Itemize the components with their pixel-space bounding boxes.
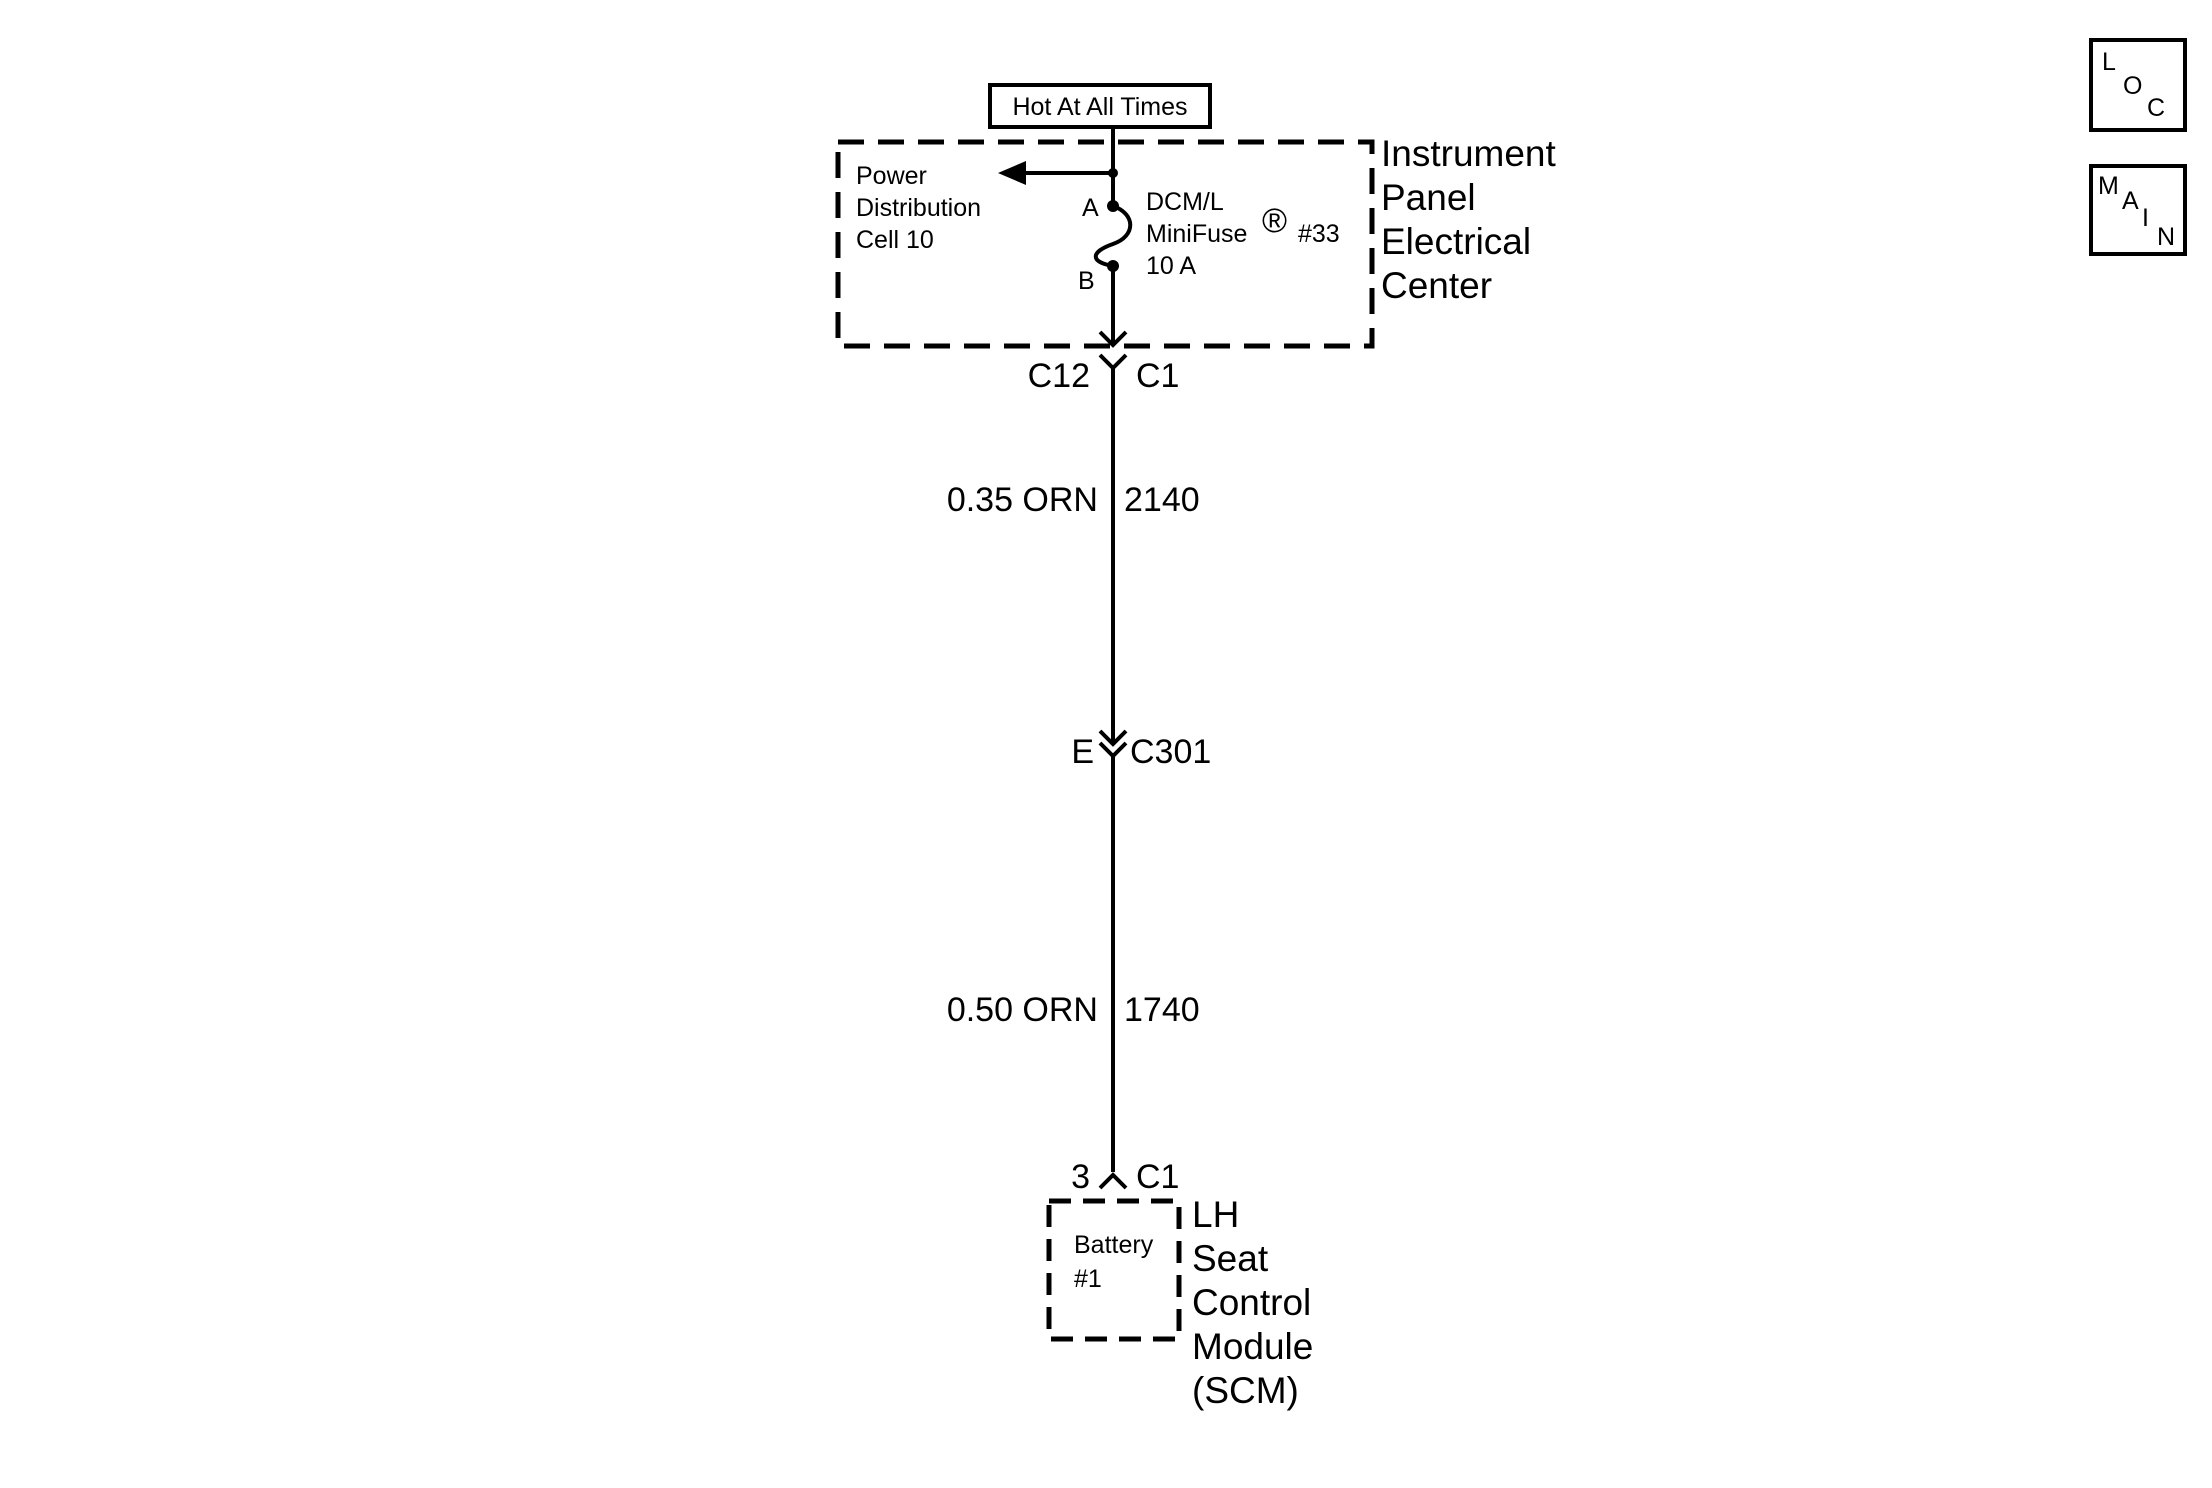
wire-circuit: 1740 xyxy=(1124,991,1200,1029)
scm-name: LH Seat Control Module (SCM) xyxy=(1192,1194,1313,1411)
loc-letter: O xyxy=(2123,72,2142,100)
fuse-rating: 10 A xyxy=(1146,252,1196,280)
scm-connector-pin: 3 xyxy=(1071,1158,1090,1196)
main-letter: N xyxy=(2157,223,2175,251)
distribution-arrow xyxy=(998,161,1118,185)
fuse-pin-a: A xyxy=(1082,194,1099,222)
power-distribution-cell: Power Distribution Cell 10 xyxy=(856,162,981,254)
inline-connector-pin: E xyxy=(1071,733,1094,771)
ipec-name-line: Instrument xyxy=(1381,133,1557,174)
fuse-pin-b: B xyxy=(1078,267,1095,295)
wire-spec: 0.50 ORN xyxy=(947,991,1098,1029)
ipec-connector-female xyxy=(1098,330,1128,348)
scm-connector-id: C1 xyxy=(1136,1158,1179,1196)
fuse-name: DCM/L xyxy=(1146,188,1224,216)
scm-terminal-line: Battery xyxy=(1074,1231,1154,1259)
inline-connector-id: C301 xyxy=(1130,733,1211,771)
ipec-name: Instrument Panel Electrical Center xyxy=(1381,133,1557,306)
fuse-label: DCM/L MiniFuse ® #33 10 A xyxy=(1146,188,1340,280)
main-letter: M xyxy=(2098,172,2119,200)
scm-enclosure xyxy=(1046,1198,1182,1342)
main-letter: I xyxy=(2142,204,2149,232)
ipec-connector-id: C1 xyxy=(1136,357,1179,395)
main-letter: A xyxy=(2122,187,2139,215)
fuse-type: MiniFuse xyxy=(1146,220,1247,248)
ipec-enclosure xyxy=(835,139,1375,349)
scm-name-line: Seat xyxy=(1192,1238,1269,1279)
cell-label-line: Cell 10 xyxy=(856,226,934,254)
loc-letter: C xyxy=(2147,94,2165,122)
ipec-name-line: Panel xyxy=(1381,177,1476,218)
main-button[interactable]: M A I N xyxy=(2089,164,2187,256)
inline-connector-c301: E C301 xyxy=(1071,729,1211,771)
cell-label-line: Distribution xyxy=(856,194,981,222)
scm-terminal-line: #1 xyxy=(1074,1265,1102,1293)
ipec-connector: C12 C1 xyxy=(1028,353,1179,395)
loc-letter: L xyxy=(2102,48,2116,76)
ipec-name-line: Center xyxy=(1381,265,1492,306)
power-source-label: Hot At All Times xyxy=(988,83,1212,129)
scm-name-line: Control xyxy=(1192,1282,1311,1323)
wire-circuit: 2140 xyxy=(1124,481,1200,519)
loc-button[interactable]: L O C xyxy=(2089,38,2187,132)
scm-name-line: Module xyxy=(1192,1326,1313,1367)
cell-label-line: Power xyxy=(856,162,927,190)
fuse-number: #33 xyxy=(1298,220,1340,248)
fuse-reg-mark: ® xyxy=(1262,202,1287,240)
power-source-text: Hot At All Times xyxy=(1012,93,1187,121)
scm-terminal: Battery #1 xyxy=(1074,1231,1154,1293)
scm-name-line: (SCM) xyxy=(1192,1370,1299,1411)
scm-connector: 3 C1 xyxy=(1071,1158,1179,1196)
wire-spec: 0.35 ORN xyxy=(947,481,1098,519)
scm-name-line: LH xyxy=(1192,1194,1239,1235)
ipec-name-line: Electrical xyxy=(1381,221,1531,262)
ipec-connector-pin: C12 xyxy=(1028,357,1090,395)
fuse-symbol: A B xyxy=(1078,194,1133,295)
